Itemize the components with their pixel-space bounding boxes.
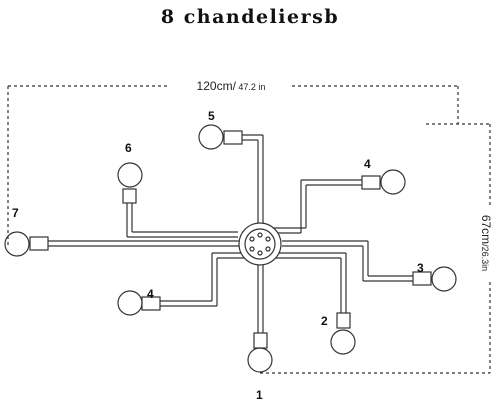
arm-7 (4, 231, 240, 257)
label-arm-left: 7 (12, 206, 19, 220)
label-arm-upper-left: 6 (125, 141, 132, 155)
label-arm-right: 3 (417, 261, 424, 275)
width-label: 120cm/ 47.2 in (197, 79, 266, 93)
arm-6 (117, 162, 238, 238)
height-dimension (260, 123, 491, 374)
arm-3 (282, 240, 457, 292)
label-arm-upper-right: 4 (364, 157, 371, 171)
label-arm-lower-left: 4 (147, 287, 154, 301)
arm-4-lower (117, 252, 246, 316)
label-arm-lower-right: 2 (321, 314, 328, 328)
arm-1 (247, 263, 273, 373)
arm-5 (198, 124, 264, 225)
center-canopy (238, 222, 282, 266)
arm-2 (272, 252, 356, 355)
height-label: 67cm/26.3in (479, 215, 493, 271)
diagram-title: 8 chandeliersb (160, 6, 340, 28)
label-arm-top: 5 (208, 109, 215, 123)
arm-4-upper (272, 169, 406, 234)
width-dimension (7, 85, 459, 246)
label-arm-bottom: 1 (256, 388, 263, 402)
